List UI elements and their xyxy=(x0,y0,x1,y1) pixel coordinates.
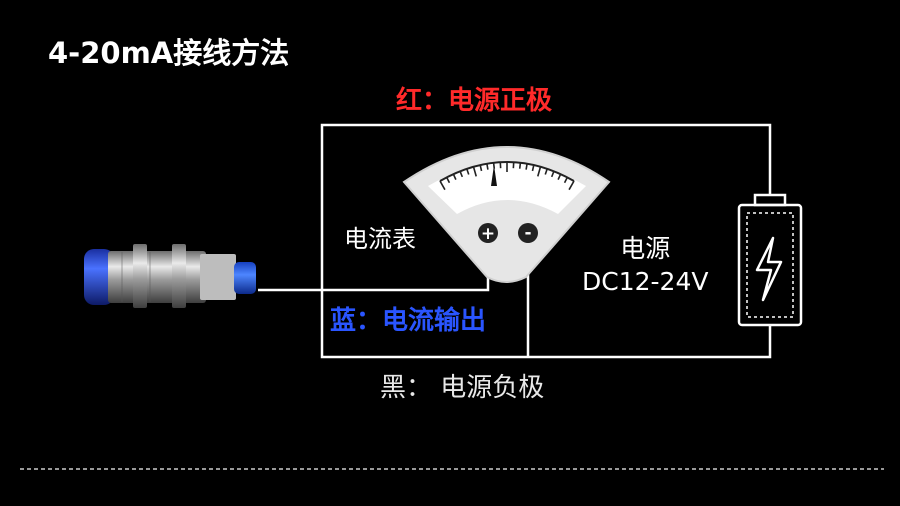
ammeter-minus-sign: - xyxy=(524,223,531,243)
black-wire-label: 黑： 电源负极 xyxy=(380,373,545,403)
power-supply-name: 电源 xyxy=(620,234,671,263)
page-title: 4-20mA接线方法 xyxy=(48,36,290,70)
proximity-sensor xyxy=(84,244,256,308)
red-wire-path xyxy=(320,123,772,270)
sensor-nut-front xyxy=(133,244,147,308)
ammeter-needle xyxy=(491,165,497,186)
ammeter-plus-terminal xyxy=(478,223,498,243)
red-wire-label: 红：电源正极 xyxy=(396,86,553,116)
battery-outline xyxy=(737,203,803,327)
ammeter-plus-sign: + xyxy=(481,224,495,244)
blue-wire-label: 蓝：电流输出 xyxy=(330,306,487,336)
lightning-bolt-icon xyxy=(755,236,783,302)
power-supply-label: 电源 DC12-24V xyxy=(582,232,708,298)
sensor-threaded-body xyxy=(108,251,206,303)
ammeter: + - xyxy=(402,146,611,283)
sensor-face-cap xyxy=(84,249,114,305)
battery-terminal-cap xyxy=(753,193,787,207)
ammeter-label: 电流表 xyxy=(344,225,416,253)
black-wire-path xyxy=(320,270,772,359)
power-supply-battery xyxy=(737,193,803,327)
battery-inner-frame xyxy=(746,212,794,318)
ammeter-dial-face xyxy=(428,163,586,214)
sensor-label-sleeve xyxy=(200,254,236,300)
sensor-cable-gland xyxy=(234,262,256,294)
power-supply-voltage: DC12-24V xyxy=(582,267,709,296)
sensor-nut-back xyxy=(172,244,186,308)
ammeter-minus-terminal xyxy=(518,223,538,243)
